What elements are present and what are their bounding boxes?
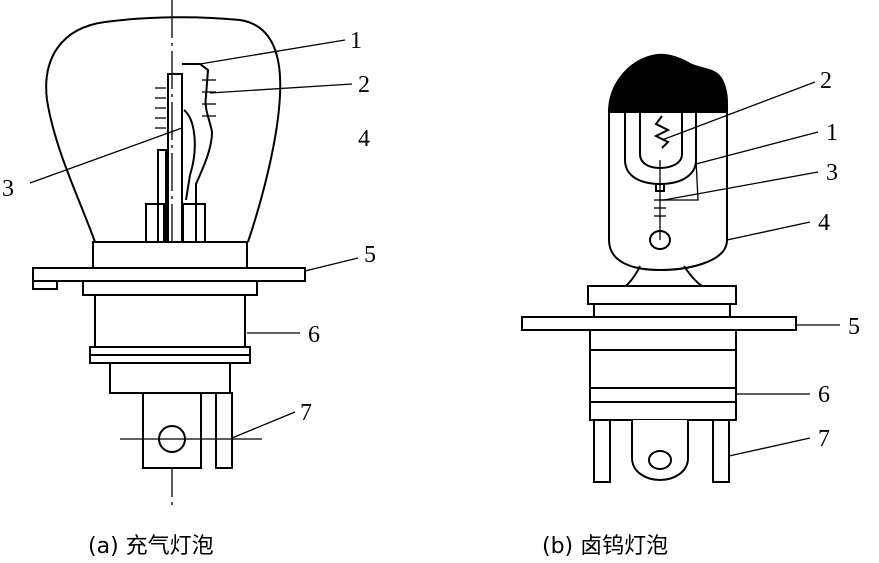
base-top-b	[587, 285, 737, 305]
base-body-b	[589, 329, 737, 421]
base-step-b	[593, 303, 731, 318]
filament-coil-b	[653, 115, 671, 149]
flange-tab-a	[32, 280, 58, 290]
label-b-3: 3	[826, 160, 838, 186]
label-b-2: 2	[820, 68, 832, 94]
label-a-5: 5	[364, 242, 376, 268]
flange-plate-a	[32, 267, 306, 282]
terminal-right-b	[712, 419, 730, 483]
base-ring-top-a	[82, 280, 258, 296]
label-a-1: 1	[350, 28, 362, 54]
bulb-neck-a	[92, 241, 248, 269]
filament-ticks-a	[155, 79, 216, 129]
flange-plate-b	[521, 316, 797, 331]
caption-b: (b) 卤钨灯泡	[542, 534, 668, 559]
support-post-left-a	[145, 203, 165, 243]
label-b-4: 4	[818, 210, 830, 236]
terminal-hole-b	[648, 450, 672, 470]
black-tip-b	[607, 53, 729, 113]
halogen-bulb: 2 1 3 4 5 6 7 (b) 卤钨灯泡	[521, 53, 860, 559]
base-body-a	[94, 294, 246, 348]
pinched-neck-b	[625, 265, 703, 287]
label-b-6: 6	[818, 382, 830, 408]
label-a-7: 7	[300, 400, 312, 426]
label-a-2: 2	[358, 72, 370, 98]
label-b-7: 7	[818, 426, 830, 452]
glass-envelope-a	[45, 16, 282, 243]
base-lower-a	[109, 362, 231, 394]
shield-reflector-a	[182, 63, 214, 242]
glass-capsule-b	[608, 108, 728, 272]
terminal-left-b	[593, 419, 611, 483]
label-b-1: 1	[826, 120, 838, 146]
label-a-4: 4	[358, 126, 370, 152]
caption-a: (a) 充气灯泡	[88, 534, 214, 559]
label-a-6: 6	[308, 322, 320, 348]
support-post-right-a	[182, 203, 206, 243]
terminal-center-a	[142, 392, 202, 469]
lead-main-a	[167, 73, 183, 243]
label-b-5: 5	[848, 314, 860, 340]
label-a-3: 3	[2, 176, 14, 202]
filament-tab-b	[655, 183, 665, 192]
gas-filled-bulb: 1 2 3 4 5 6 7 (a) 充气灯泡	[2, 0, 376, 559]
lead-left-a	[157, 149, 167, 243]
terminal-right-a	[215, 392, 233, 469]
seal-bubble-b	[649, 230, 671, 250]
